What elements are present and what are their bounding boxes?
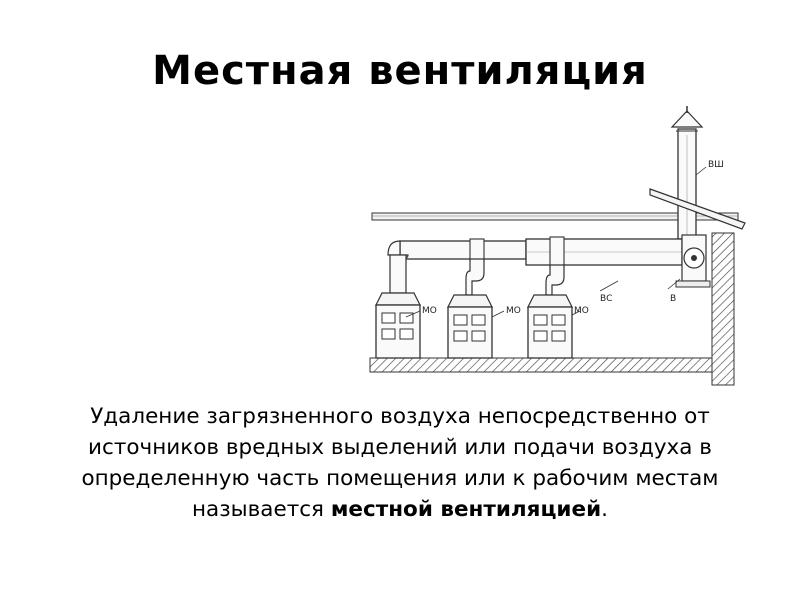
local-exhaust-unit-1: [375, 254, 421, 359]
description-text: Удаление загрязненного воздуха непосредс…: [81, 404, 719, 522]
roof: [649, 188, 746, 230]
label-fan: В: [670, 294, 676, 304]
local-exhaust-unit-2: [447, 258, 493, 359]
label-source-2: МО: [506, 306, 521, 316]
slide-description: Удаление загрязненного воздуха непосредс…: [60, 401, 740, 525]
wall: [711, 232, 735, 386]
collector-duct: [387, 236, 683, 268]
slide-title: Местная вентиляция: [152, 48, 648, 94]
fan: [675, 234, 711, 288]
local-exhaust-unit-3: [527, 264, 573, 359]
label-duct: ВС: [600, 294, 612, 304]
label-source-3: МО: [574, 306, 589, 316]
ceiling: [371, 212, 739, 221]
label-source-1: МО: [422, 306, 437, 316]
floor: [369, 357, 713, 373]
label-shaft: ВШ: [708, 160, 724, 170]
description-end: .: [601, 497, 608, 522]
local-ventilation-diagram: ВШ ВС В МО МО МО: [369, 106, 746, 386]
description-term: местной вентиляцией: [330, 497, 602, 522]
leader-lines: [405, 166, 707, 318]
